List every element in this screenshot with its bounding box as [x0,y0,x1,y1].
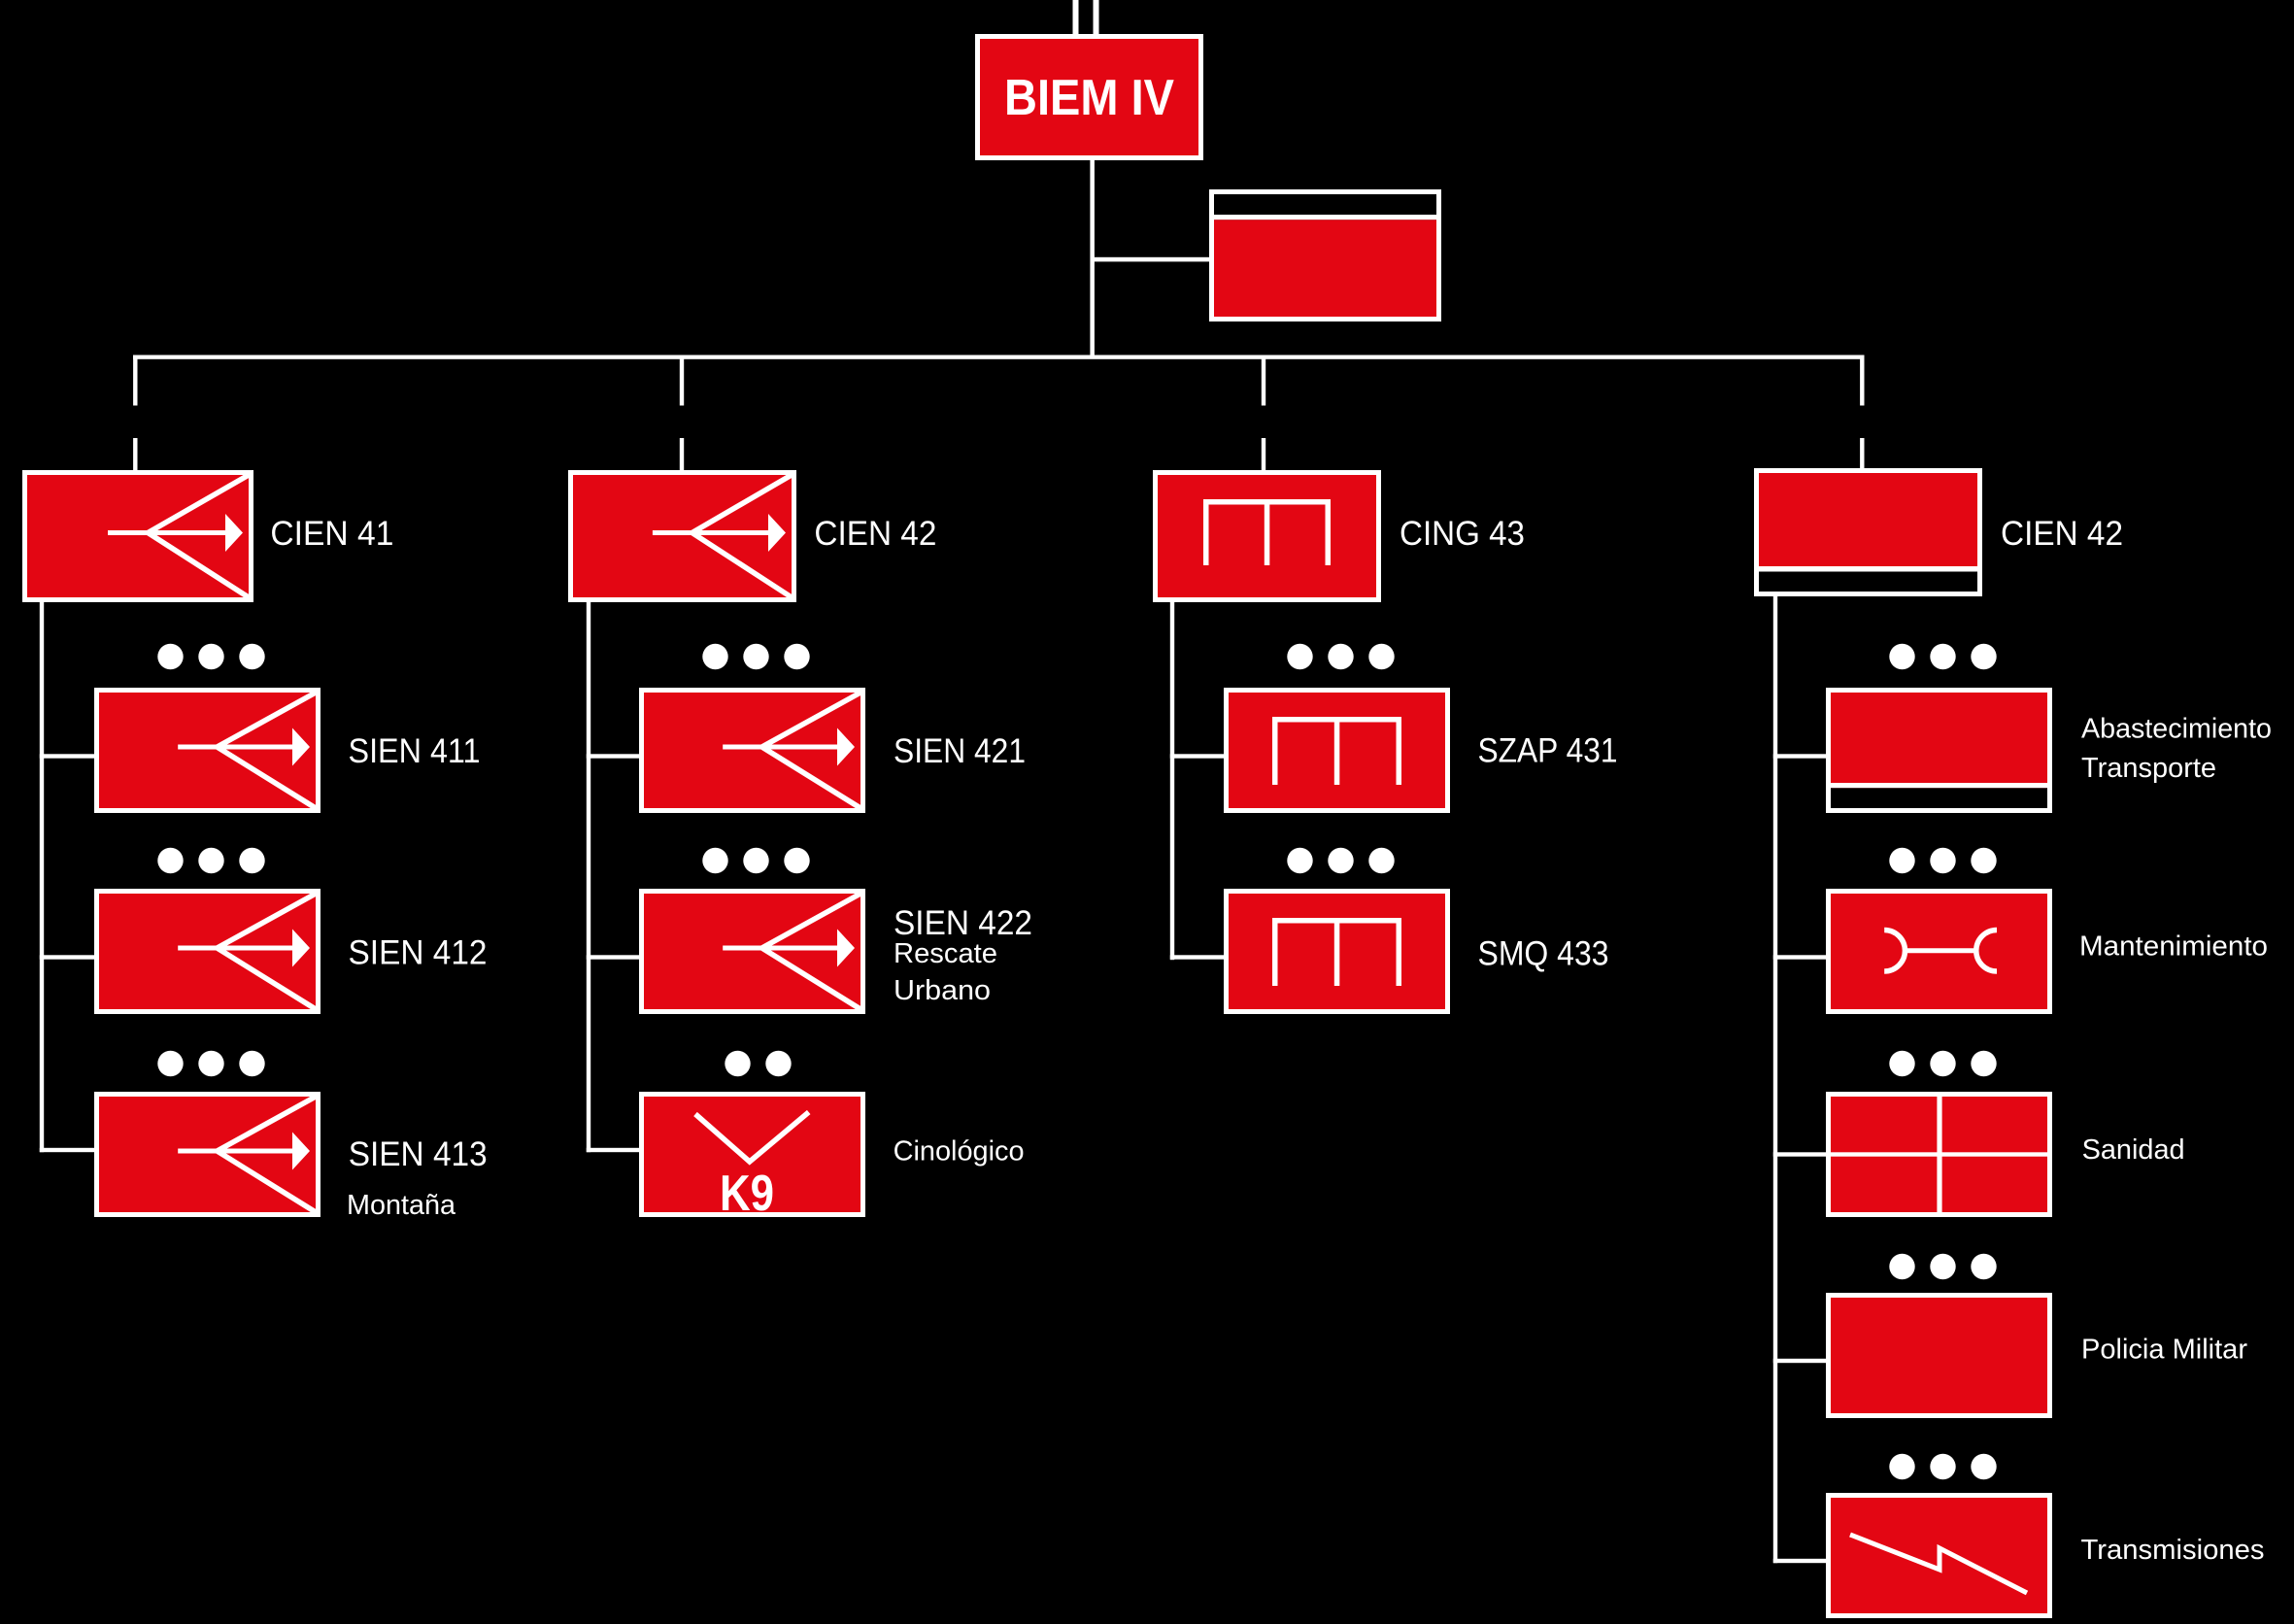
svg-text:Abastecimiento: Abastecimiento [2081,714,2272,745]
svg-text:BIEM IV: BIEM IV [1004,70,1174,126]
svg-text:Rescate: Rescate [894,938,997,969]
svg-text:Urbano: Urbano [894,975,991,1006]
svg-text:Sanidad: Sanidad [2082,1134,2185,1166]
svg-text:Transmisiones: Transmisiones [2081,1535,2265,1566]
svg-text:K9: K9 [720,1165,774,1221]
svg-text:CIEN 41: CIEN 41 [270,514,393,553]
svg-text:Cinológico: Cinológico [894,1136,1025,1167]
svg-text:Mantenimiento: Mantenimiento [2079,930,2268,962]
svg-text:CING 43: CING 43 [1400,514,1525,553]
svg-text:SIEN 412: SIEN 412 [349,933,488,972]
svg-text:SIEN 413: SIEN 413 [349,1134,488,1173]
svg-text:Montaña: Montaña [347,1190,456,1221]
svg-text:SIEN 421: SIEN 421 [894,731,1026,770]
svg-text:SIEN 422: SIEN 422 [894,903,1032,942]
svg-text:CIEN 42: CIEN 42 [2001,514,2123,553]
svg-text:CIEN 42: CIEN 42 [814,514,936,553]
svg-text:Transporte: Transporte [2081,753,2216,784]
svg-text:SMQ 433: SMQ 433 [1478,934,1609,973]
svg-text:SIEN 411: SIEN 411 [349,731,481,770]
svg-text:SZAP 431: SZAP 431 [1478,731,1618,770]
svg-text:Policia Militar: Policia Militar [2081,1334,2247,1365]
